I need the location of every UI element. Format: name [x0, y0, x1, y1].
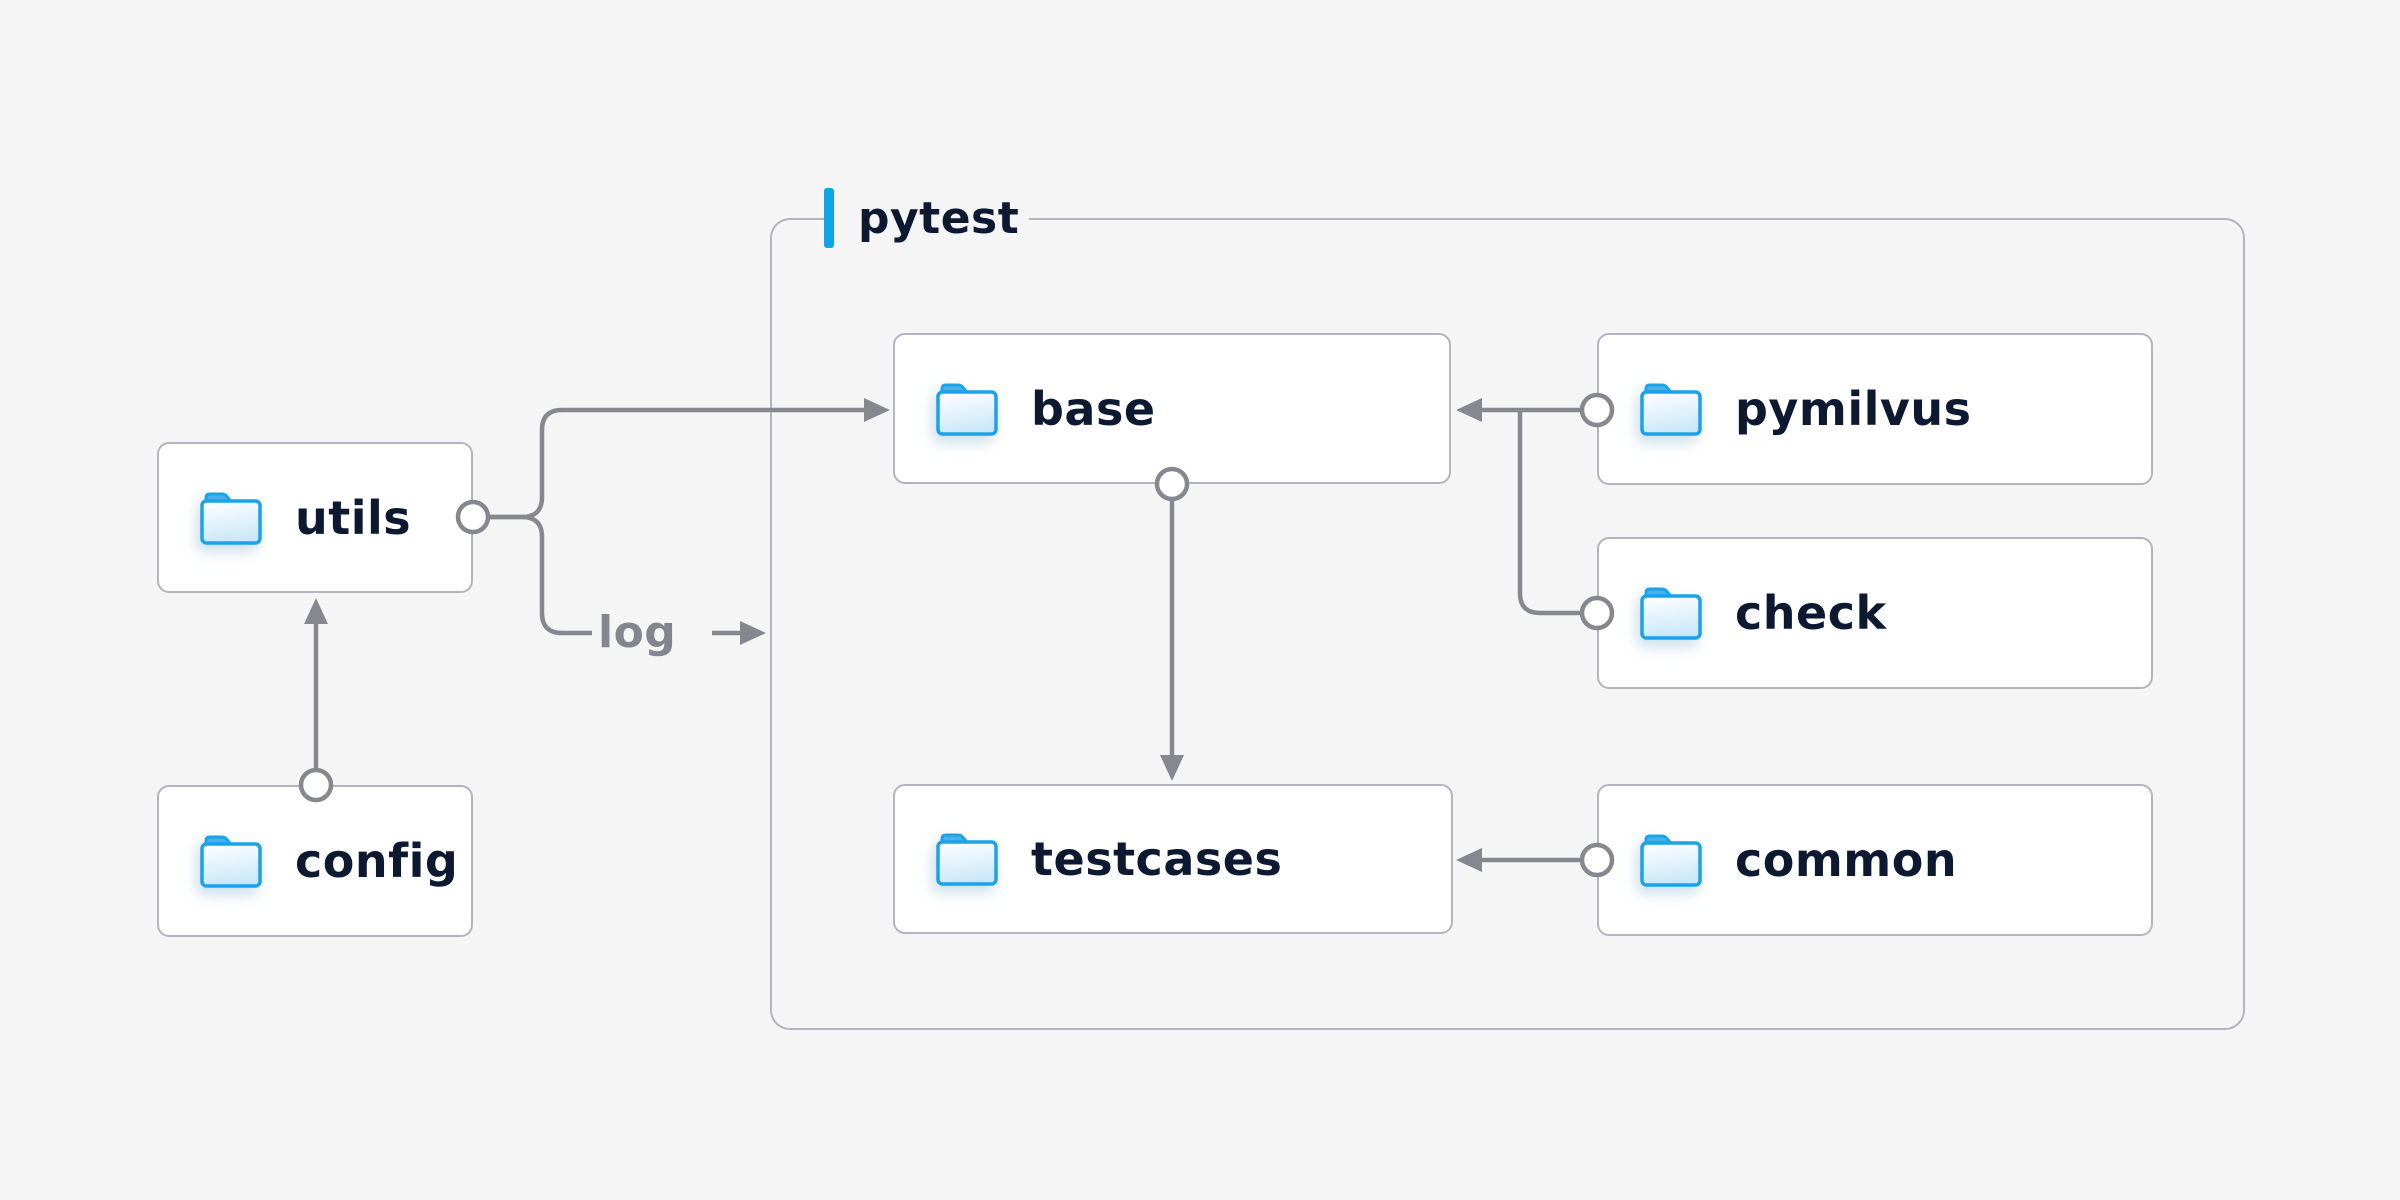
arrowhead — [740, 621, 766, 645]
folder-icon — [1639, 832, 1703, 888]
group-pytest — [770, 218, 2245, 1030]
node-label: testcases — [1031, 832, 1283, 886]
edge-utils-log — [488, 514, 592, 636]
node-testcases: testcases — [893, 784, 1453, 934]
folder-icon — [199, 833, 263, 889]
accent-bar — [824, 188, 834, 248]
node-utils: utils — [157, 442, 473, 593]
group-title: pytest — [858, 192, 1020, 244]
group-pytest-label: pytest — [824, 187, 1030, 249]
node-base: base — [893, 333, 1451, 484]
arrowhead — [304, 598, 328, 624]
edge-label-log: log — [598, 607, 677, 658]
node-config: config — [157, 785, 473, 937]
node-check: check — [1597, 537, 2153, 689]
folder-icon — [935, 831, 999, 887]
folder-icon — [935, 381, 999, 437]
node-common: common — [1597, 784, 2153, 936]
folder-icon — [199, 490, 263, 546]
folder-icon — [1639, 585, 1703, 641]
node-label: config — [295, 834, 459, 888]
node-label: common — [1735, 833, 1958, 887]
node-label: base — [1031, 381, 1156, 436]
node-pymilvus: pymilvus — [1597, 333, 2153, 485]
node-label: pymilvus — [1735, 382, 1972, 436]
folder-icon — [1639, 381, 1703, 437]
node-label: check — [1735, 586, 1887, 640]
node-label: utils — [295, 490, 412, 545]
